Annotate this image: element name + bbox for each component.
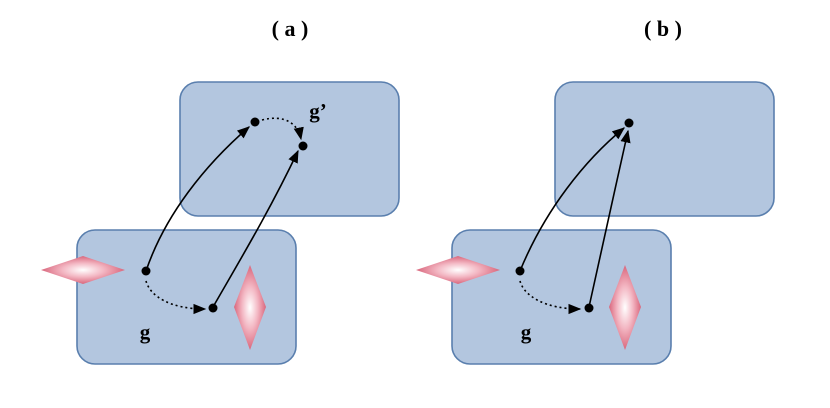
solid-arrow-left bbox=[519, 127, 625, 272]
panel-a-title: ( a ) bbox=[272, 16, 309, 41]
solid-arrow-left bbox=[145, 126, 250, 272]
lower-region-box bbox=[451, 229, 672, 365]
lower-region-box bbox=[76, 229, 297, 365]
point-upper-left bbox=[250, 117, 260, 127]
horizontal-diamond bbox=[41, 256, 125, 284]
panel-b-title: ( b ) bbox=[644, 16, 682, 41]
point-g-shifted bbox=[208, 303, 218, 313]
dotted-arrow-lower bbox=[519, 280, 582, 315]
dotted-arrow-lower bbox=[145, 280, 207, 315]
vertical-diamond bbox=[234, 265, 266, 350]
dotted-arrow-upper bbox=[261, 117, 304, 141]
upper-region-box bbox=[179, 81, 400, 217]
horizontal-diamond bbox=[416, 256, 500, 284]
label-g: g bbox=[140, 320, 151, 344]
point-target bbox=[624, 118, 634, 128]
panel-a: ( a ) g g’ bbox=[41, 16, 400, 365]
upper-region-box bbox=[554, 81, 775, 217]
vertical-diamond bbox=[609, 265, 641, 350]
point-g-prime bbox=[298, 141, 308, 151]
solid-arrow-right bbox=[588, 129, 631, 308]
label-g-prime: g’ bbox=[309, 99, 327, 123]
label-g: g bbox=[521, 320, 532, 344]
solid-arrow-right bbox=[212, 149, 299, 308]
point-g bbox=[515, 266, 525, 276]
point-g bbox=[141, 266, 151, 276]
panel-b: ( b ) g bbox=[416, 16, 775, 365]
point-g-shifted bbox=[584, 303, 594, 313]
